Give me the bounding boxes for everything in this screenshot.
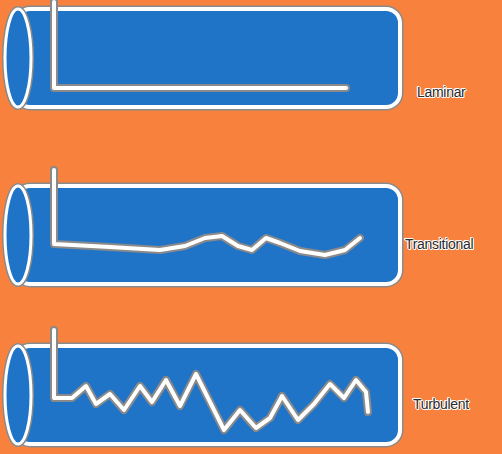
flow-regime-label: Transitional: [405, 236, 473, 252]
pipe: [5, 2, 400, 107]
pipe: [5, 170, 400, 284]
flow-regime-label: Laminar: [417, 84, 465, 100]
flow-regime-label: Turbulent: [413, 396, 469, 412]
pipe: [5, 330, 400, 444]
